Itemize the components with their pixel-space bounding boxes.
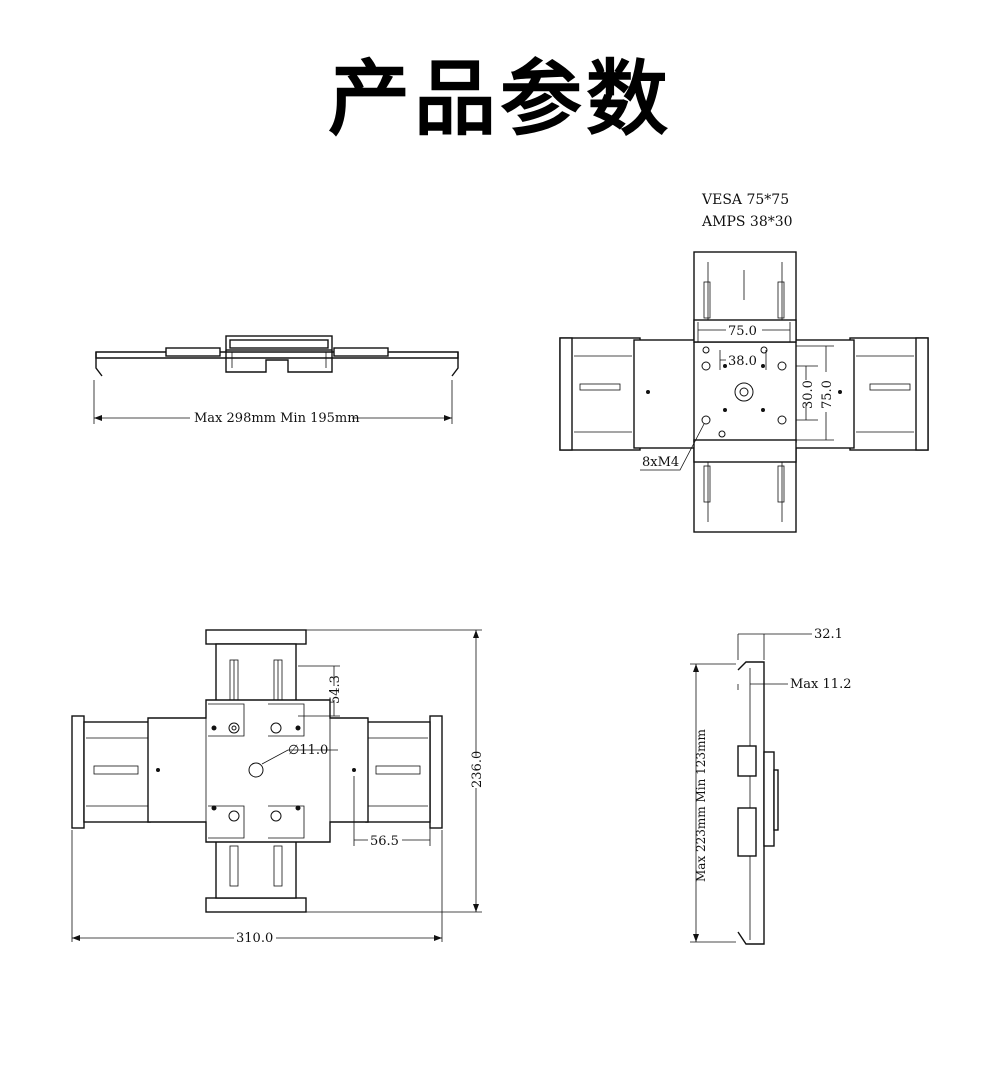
screw-label: 8xM4 xyxy=(642,455,679,470)
amps-label: AMPS 38*30 xyxy=(701,214,793,230)
depth-dim: 32.1 xyxy=(814,627,843,642)
front-view-drawing: VESA 75*75 AMPS 38*30 xyxy=(559,192,929,533)
width-dim: 310.0 xyxy=(236,931,273,946)
back-view-drawing: 54.3 ∅11.0 56.5 236.0 310.0 xyxy=(71,629,485,946)
depth-max-label: Max 11.2 xyxy=(790,677,851,692)
offset-dim: 56.5 xyxy=(370,834,399,849)
hole-diameter-dim: ∅11.0 xyxy=(288,743,328,758)
page-title: 产品参数 xyxy=(327,52,672,147)
slot-length-dim: 54.3 xyxy=(328,675,343,704)
height-dim: 236.0 xyxy=(470,751,485,788)
amps-height-dim: 30.0 xyxy=(801,380,816,409)
amps-width-dim: 38.0 xyxy=(728,354,757,369)
side-view-drawing: Max 298mm Min 195mm xyxy=(93,335,459,426)
vesa-height-dim: 75.0 xyxy=(820,380,835,409)
profile-view-drawing: 32.1 Max 11.2 Max 223mm Min 123mm xyxy=(690,627,851,945)
vesa-label: VESA 75*75 xyxy=(701,192,789,208)
height-range-label: Max 223mm Min 123mm xyxy=(694,729,708,882)
width-range-label: Max 298mm Min 195mm xyxy=(194,411,360,426)
vesa-width-dim: 75.0 xyxy=(728,324,757,339)
